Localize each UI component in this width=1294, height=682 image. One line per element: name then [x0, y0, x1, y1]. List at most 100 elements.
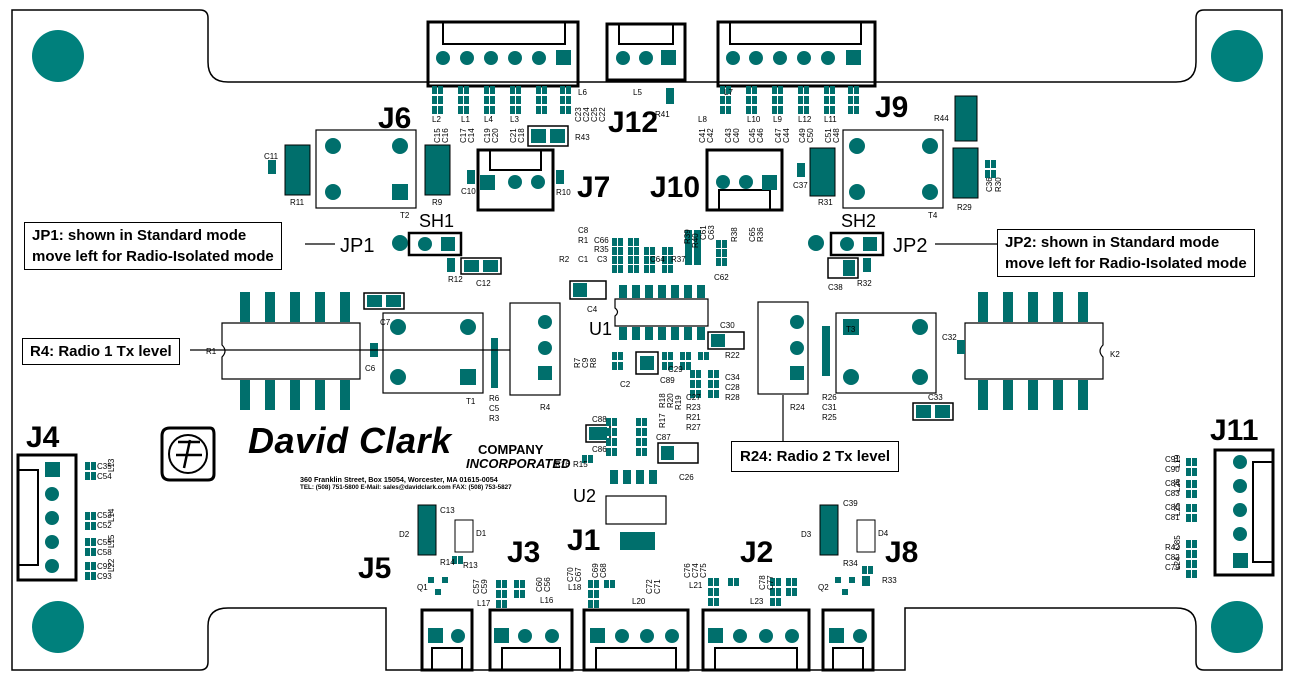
c63-label: C63 [707, 225, 716, 240]
j3-label: J3 [507, 536, 540, 569]
r44-label: R44 [934, 114, 949, 123]
r22-label: R22 [725, 351, 740, 360]
l22-label: L22 [107, 558, 116, 572]
c58-label: C58 [97, 548, 112, 557]
relay-k2 [964, 292, 1104, 410]
r32-label: R32 [857, 279, 872, 288]
l14-label: L14 [107, 508, 116, 522]
c6-label: C6 [365, 364, 376, 373]
c60-label: C60 [535, 577, 544, 592]
l4-label: L4 [484, 115, 493, 124]
c77-label: C77 [766, 575, 775, 590]
r19-label: R19 [674, 395, 683, 410]
c42-label: C42 [706, 128, 715, 143]
sh1-label: SH1 [419, 211, 454, 231]
callout-r24: R24: Radio 2 Tx level [731, 441, 900, 472]
mounting-hole [1211, 30, 1263, 82]
r14-label: R14 [440, 558, 455, 567]
l10-label: L10 [747, 115, 761, 124]
l26-label: L26 [1173, 478, 1182, 492]
c24-label: C24 [582, 107, 591, 122]
c8-label: C8 [578, 226, 589, 235]
c43-label: C43 [724, 128, 733, 143]
r2-label: R2 [559, 255, 570, 264]
r35-label: R35 [594, 245, 609, 254]
c91-label: C91 [1165, 455, 1180, 464]
c36-label: C36 [985, 177, 994, 192]
r20-label: R20 [666, 393, 675, 408]
r23-label: R23 [686, 403, 701, 412]
connector-j6-body [426, 20, 580, 88]
c61-label: C61 [699, 225, 708, 240]
c85-label: C85 [1173, 535, 1182, 550]
r41-label: R41 [655, 110, 670, 119]
c23-label: C23 [574, 107, 583, 122]
c13-label: C13 [440, 506, 455, 515]
mounting-hole [32, 30, 84, 82]
c2-label: C2 [620, 380, 631, 389]
r18-label: R18 [658, 393, 667, 408]
jp2-label: JP2 [893, 235, 927, 257]
r6-label: R6 [489, 394, 500, 403]
mounting-hole [1211, 601, 1263, 653]
r42-label: R42 [1165, 543, 1180, 552]
r38-label: R38 [730, 227, 739, 242]
c75-label: C75 [699, 563, 708, 578]
c10-label: C10 [461, 187, 476, 196]
jp1-label: JP1 [340, 235, 374, 257]
r40-label: R40 [691, 233, 700, 248]
l18-label: L18 [568, 583, 582, 592]
transformer-t3 [835, 312, 937, 394]
callout-jp1-line2: move left for Radio-Isolated mode [32, 248, 274, 265]
k2-label: K2 [1110, 350, 1120, 359]
c32-label: C32 [942, 333, 957, 342]
j4-label: J4 [26, 421, 60, 454]
r3-label: R3 [489, 414, 500, 423]
c65-label: C65 [748, 227, 757, 242]
callout-jp1: JP1: shown in Standard mode move left fo… [24, 222, 282, 270]
l6-label: L6 [578, 88, 587, 97]
r10-label: R10 [556, 188, 571, 197]
callout-r4: R4: Radio 1 Tx level [22, 338, 180, 365]
transformer-t4 [842, 129, 944, 209]
ic-u1 [614, 285, 709, 340]
c25-label: C25 [590, 107, 599, 122]
l3-label: L3 [510, 115, 519, 124]
r34-label: R34 [843, 559, 858, 568]
c5-label: C5 [489, 404, 500, 413]
company-logo-icon [160, 426, 216, 482]
potentiometer-r4 [509, 302, 561, 396]
c44-label: C44 [782, 128, 791, 143]
r9-label: R9 [432, 198, 443, 207]
c18-label: C18 [517, 128, 526, 143]
c55-label: C55 [97, 538, 112, 547]
connector-j4-body [16, 453, 78, 582]
l5-label: L5 [633, 88, 642, 97]
r37-label: R37 [671, 255, 686, 264]
potentiometer-r24 [757, 301, 809, 395]
c1-label: C1 [578, 255, 589, 264]
j11-label: J11 [1210, 414, 1258, 447]
l15-label: L15 [107, 534, 116, 548]
j2-label: J2 [740, 536, 773, 569]
l8-label: L8 [698, 115, 707, 124]
r28-label: R28 [725, 393, 740, 402]
c56-label: C56 [543, 577, 552, 592]
c70-label: C70 [566, 567, 575, 582]
c41-label: C41 [698, 128, 707, 143]
c93-label: C93 [97, 572, 112, 581]
callout-jp2-line2: move left for Radio-Isolated mode [1005, 255, 1247, 272]
ic-u2 [605, 470, 667, 550]
j12-label: J12 [608, 106, 658, 139]
r1-label: R1 [578, 236, 589, 245]
j1-label: J1 [567, 524, 600, 557]
r12-label: R12 [448, 275, 463, 284]
c69-label: C69 [591, 563, 600, 578]
c12-label: C12 [476, 279, 491, 288]
l19-label: L19 [1173, 454, 1182, 468]
c89-label: C89 [660, 376, 675, 385]
l13-label: L13 [107, 458, 116, 472]
c71-label: C71 [653, 579, 662, 594]
r17-label: R17 [658, 413, 667, 428]
